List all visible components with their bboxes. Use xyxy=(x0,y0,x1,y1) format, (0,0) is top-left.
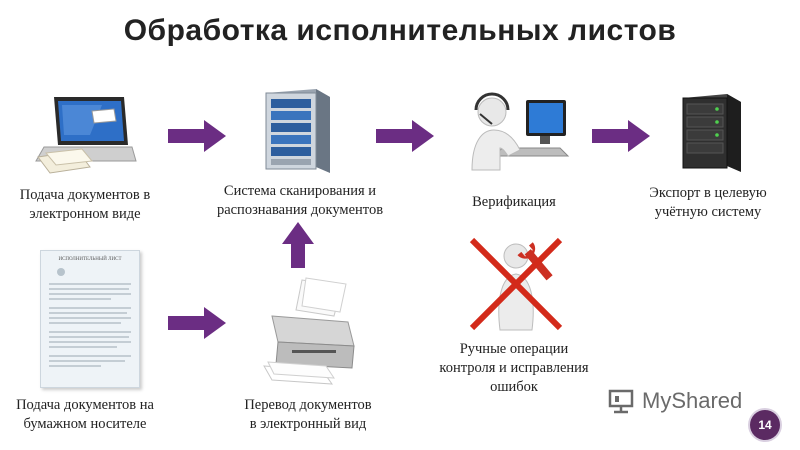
watermark-text: MyShared xyxy=(642,388,743,413)
paper-document-icon: ИСПОЛНИТЕЛЬНЫЙ ЛИСТ xyxy=(40,250,140,388)
label-verification: Верификация xyxy=(472,194,556,210)
label-paper-submission: Подача документов на бумажном носителе xyxy=(16,397,154,432)
label-export: Экспорт в целевую учётную систему xyxy=(649,185,767,220)
label-scanning-system: Система сканирования и распознавания док… xyxy=(216,183,384,218)
arrow-right-icon xyxy=(376,120,434,152)
manual-operations-crossed-icon xyxy=(469,237,563,331)
page-title: Обработка исполнительных листов xyxy=(123,14,677,47)
laptop-icon xyxy=(35,97,137,174)
export-server-icon xyxy=(682,94,741,172)
scanner-server-icon xyxy=(265,89,330,173)
operator-verification-icon xyxy=(471,92,570,171)
label-electronic-submission: Подача документов в электронном виде xyxy=(19,187,151,222)
document-scanner-icon xyxy=(263,277,355,385)
myshared-logo-icon xyxy=(608,389,634,414)
arrow-right-icon xyxy=(168,307,226,339)
label-conversion: Перевод документов в электронный вид xyxy=(244,397,372,432)
label-manual-operations: Ручные операции контроля и исправления о… xyxy=(439,341,589,395)
arrow-right-icon xyxy=(592,120,650,152)
arrow-up-icon xyxy=(282,222,314,268)
arrow-right-icon xyxy=(168,120,226,152)
page-number-badge: 14 xyxy=(750,410,780,440)
watermark: MyShared xyxy=(608,388,742,414)
document-header: ИСПОЛНИТЕЛЬНЫЙ ЛИСТ xyxy=(58,257,122,262)
